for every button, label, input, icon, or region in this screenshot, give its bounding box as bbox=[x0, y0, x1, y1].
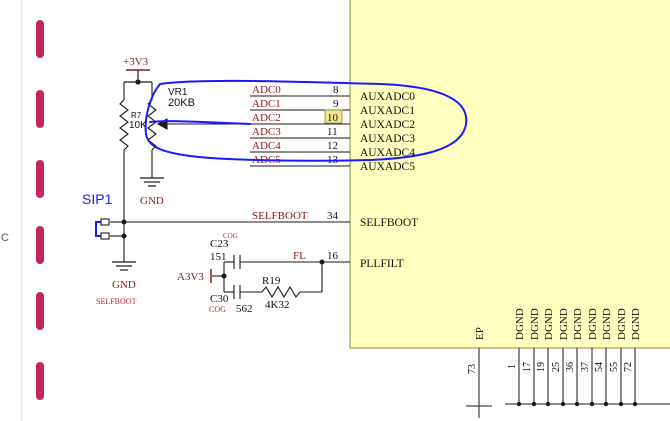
pin-name-dgnd: DGND bbox=[601, 308, 613, 340]
pin-number-55: 55 bbox=[609, 362, 620, 372]
net-label-adc4: ADC4 bbox=[252, 140, 281, 152]
net-label-adc1: ADC1 bbox=[252, 98, 281, 110]
c23-tag: COG bbox=[223, 232, 238, 240]
r7-value: 10K bbox=[129, 120, 147, 131]
power-3v3 bbox=[124, 69, 152, 85]
pin-number-37: 37 bbox=[580, 362, 591, 372]
r19-refdes: R19 bbox=[262, 275, 281, 287]
port-auxadc1: AUXADC1 bbox=[360, 105, 415, 117]
border-mark bbox=[36, 160, 44, 198]
c23-refdes: C23 bbox=[210, 238, 229, 250]
pin-name-dgnd: DGND bbox=[514, 308, 526, 340]
sip1-refdes: SIP1 bbox=[82, 191, 113, 207]
pin-name-dgnd: DGND bbox=[587, 308, 599, 340]
pin-name-dgnd: DGND bbox=[630, 308, 642, 340]
sheet-border: C bbox=[1, 0, 44, 421]
pin-number-54: 54 bbox=[594, 362, 605, 372]
pin-number-11: 11 bbox=[327, 126, 338, 138]
pin-number-12: 12 bbox=[327, 140, 338, 152]
gnd-label-2: GND bbox=[112, 279, 136, 291]
fl-net-label: FL bbox=[293, 250, 306, 262]
bottom-pin-junctions bbox=[516, 401, 638, 407]
annotation-loop bbox=[144, 79, 468, 162]
sip1-jumper bbox=[95, 218, 350, 262]
port-auxadc4: AUXADC4 bbox=[360, 147, 415, 159]
pin-number-34: 34 bbox=[327, 210, 339, 222]
port-auxadc3: AUXADC3 bbox=[360, 133, 415, 145]
pin-number-36: 36 bbox=[565, 362, 576, 372]
net-label-adc0: ADC0 bbox=[252, 84, 281, 96]
pin-number-19: 19 bbox=[536, 362, 547, 372]
port-auxadc5: AUXADC5 bbox=[360, 161, 415, 173]
supply2-label: A3V3 bbox=[177, 271, 204, 283]
pin-number-17: 17 bbox=[522, 362, 533, 372]
sip1-caption: SELFBOOT bbox=[96, 297, 137, 306]
pin-name-dgnd: DGND bbox=[572, 308, 584, 340]
vr1-refdes: VR1 bbox=[168, 87, 188, 98]
border-mark bbox=[36, 226, 44, 264]
pin-number-72: 72 bbox=[623, 362, 634, 372]
net-label-adc2: ADC2 bbox=[252, 112, 281, 124]
gnd-symbol-2 bbox=[112, 261, 136, 271]
r19-value: 4K32 bbox=[265, 299, 289, 311]
port-selfboot: SELFBOOT bbox=[360, 217, 418, 229]
net-label-adc3: ADC3 bbox=[252, 126, 281, 138]
gnd-symbol-1 bbox=[140, 177, 164, 187]
pin-number-25: 25 bbox=[551, 362, 562, 372]
pin-number-9: 9 bbox=[333, 98, 339, 110]
pin-number-16: 16 bbox=[327, 250, 339, 262]
pin-name-dgnd: DGND bbox=[543, 308, 555, 340]
border-mark bbox=[36, 90, 44, 128]
pin-number-73: 73 bbox=[467, 364, 478, 374]
pin-name-dgnd: DGND bbox=[616, 308, 628, 340]
port-auxadc0: AUXADC0 bbox=[360, 91, 415, 103]
border-mark bbox=[36, 20, 44, 58]
ic-body bbox=[349, 0, 670, 349]
zone-letter: C bbox=[1, 232, 9, 244]
r7-refdes: R7 bbox=[131, 111, 142, 120]
pin-name-dgnd: DGND bbox=[529, 308, 541, 340]
border-mark bbox=[36, 292, 44, 330]
selfboot-net-label: SELFBOOT bbox=[252, 210, 308, 222]
pll-filter-network bbox=[212, 255, 350, 299]
supply-label: +3V3 bbox=[123, 56, 149, 68]
pin-name-ep: EP bbox=[474, 327, 486, 340]
pin-number-8: 8 bbox=[333, 84, 339, 96]
c30-tag: COG bbox=[209, 305, 226, 314]
bottom-pin-wiring bbox=[466, 348, 670, 418]
pin-number-10: 10 bbox=[327, 112, 339, 124]
port-auxadc2: AUXADC2 bbox=[360, 119, 415, 131]
vr1-potentiometer bbox=[147, 82, 250, 178]
port-pllfilt: PLLFILT bbox=[360, 258, 404, 270]
c30-refdes: C30 bbox=[210, 293, 229, 305]
vr1-value: 20KB bbox=[168, 97, 195, 109]
pin-name-dgnd: DGND bbox=[558, 308, 570, 340]
c23-value: 151 bbox=[210, 251, 227, 263]
border-mark bbox=[36, 362, 44, 400]
pin-number-1: 1 bbox=[507, 364, 518, 369]
gnd-label-1: GND bbox=[140, 195, 164, 207]
c30-value: 562 bbox=[236, 303, 253, 315]
r7-resistor bbox=[119, 82, 129, 222]
pin-10-highlight bbox=[324, 109, 343, 124]
